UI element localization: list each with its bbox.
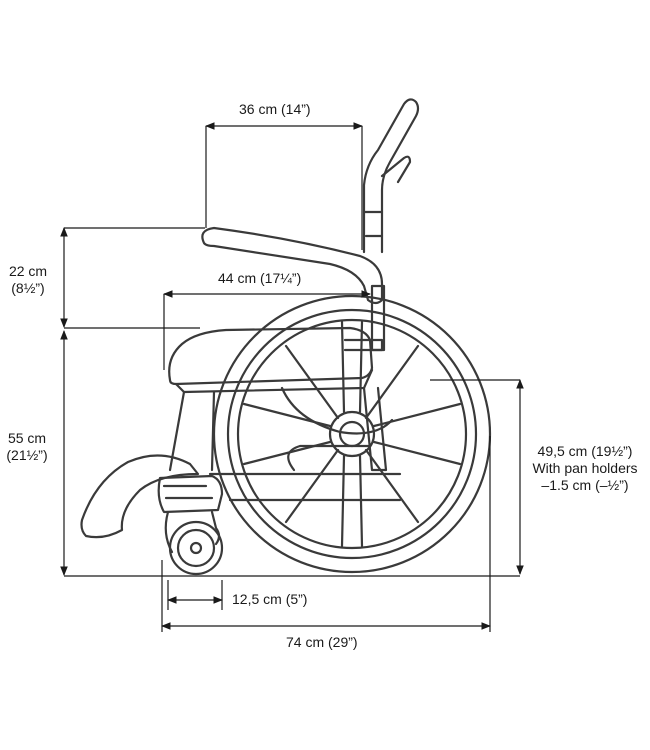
footrest-bracket [157,474,224,514]
armrest [201,226,384,305]
label-armrest-height-cm: 22 cm [8,263,48,279]
footrest-plate [162,484,214,500]
label-seat-depth: 44 cm (17¼”) [218,270,302,286]
rear-wheel-inner [236,318,468,550]
label-armrest-height-in: (8½”) [11,280,45,296]
label-backrest-width: 36 cm (14”) [239,101,311,117]
label-pan-height-line2: With pan holders [532,460,638,476]
castor-wheel [168,520,224,576]
footrest-blade [80,454,200,539]
castor-hub [189,541,203,555]
label-seat-height: 55 cm (21½”) [0,430,54,464]
armrest-bracket [370,284,386,352]
dimension-lines [60,122,524,632]
label-pan-height-line1: 49,5 cm (19½”) [537,443,633,459]
label-pan-height-line3: –1.5 cm (–½”) [541,477,629,493]
backrest-lower [362,210,384,238]
label-castor-size: 12,5 cm (5”) [232,591,308,607]
label-seat-height-cm: 55 cm [7,430,47,446]
castor-wheel-inner [176,528,216,568]
label-pan-height: 49,5 cm (19½”) With pan holders –1.5 cm … [526,443,644,494]
backrest-brace [380,155,412,184]
rear-frame [362,386,388,472]
seat-underside [174,368,374,394]
wheelchair-outline [80,98,492,576]
rear-wheel-hub [328,410,376,458]
armrest-detail [343,338,384,352]
label-seat-height-in: (21½”) [6,447,48,463]
pan-bowl [287,444,372,472]
label-armrest-height: 22 cm (8½”) [4,263,52,297]
push-handle [362,98,420,254]
rear-wheel-spokes [242,320,462,548]
label-overall-length: 74 cm (29”) [286,634,358,650]
rear-wheel-rim [226,308,478,560]
rear-wheel-hub-inner [338,420,366,448]
